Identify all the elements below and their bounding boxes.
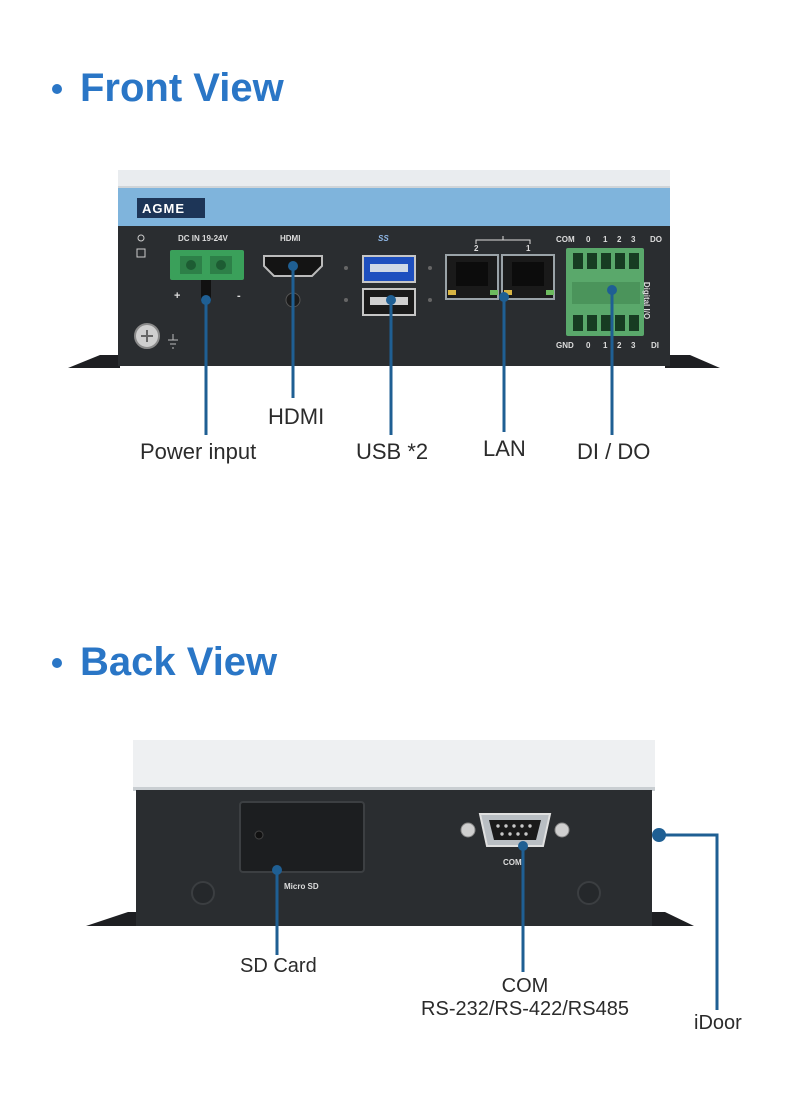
lan-1-label: 1 xyxy=(526,244,531,253)
minus-label: - xyxy=(237,290,241,302)
callout-com-line1: COM xyxy=(501,975,549,997)
bullet-icon xyxy=(52,657,62,668)
callout-usb: USB *2 xyxy=(356,439,429,464)
power-led-icon xyxy=(137,234,145,242)
front-label-band xyxy=(118,188,670,226)
back-right-bracket xyxy=(652,912,694,926)
callout-com: COM RS-232/RS-422/RS485 xyxy=(420,975,630,1021)
network-icon xyxy=(475,236,531,244)
com-panel-label: COM xyxy=(503,858,522,867)
callout-lan: LAN xyxy=(483,436,526,461)
di-pin-0: 0 xyxy=(586,341,591,350)
back-device xyxy=(86,740,694,926)
leader-idoor xyxy=(659,833,719,1010)
hdmi-panel-label: HDMI xyxy=(280,234,301,243)
storage-led-icon xyxy=(136,248,146,258)
back-view-title-text: Back View xyxy=(80,640,278,684)
do-pin-0: 0 xyxy=(586,235,591,244)
back-view-title: Back View xyxy=(52,640,277,685)
usb-ss-logo: SS xyxy=(378,234,389,243)
do-label: DO xyxy=(650,235,662,244)
front-device xyxy=(68,170,720,368)
do-pin-2: 2 xyxy=(617,235,622,244)
front-view-title: Front View xyxy=(52,66,284,111)
front-leader-dots xyxy=(201,261,617,305)
back-leader-dots xyxy=(272,828,666,875)
callout-power-input: Power input xyxy=(140,439,257,464)
microsd-cover xyxy=(239,801,365,873)
brand-logo-text: AGME xyxy=(142,201,185,216)
ground-icon xyxy=(168,334,178,349)
back-top-edge xyxy=(133,740,655,790)
brand-logo-box xyxy=(137,198,205,218)
com-screw-right xyxy=(554,822,570,838)
di-pin-1: 1 xyxy=(603,341,608,350)
callout-sd-card: SD Card xyxy=(240,955,317,977)
di-pin-2: 2 xyxy=(617,341,622,350)
di-pin-3: 3 xyxy=(631,341,636,350)
do-pin-3: 3 xyxy=(631,235,636,244)
front-right-bracket xyxy=(665,355,720,368)
plus-label: + xyxy=(174,290,181,302)
front-left-bracket xyxy=(68,355,120,368)
callout-dio: DI / DO xyxy=(577,439,651,464)
back-leaders xyxy=(275,833,719,1010)
com-screw-left xyxy=(460,822,476,838)
front-leaders xyxy=(204,266,614,435)
lan-2-label: 2 xyxy=(474,244,479,253)
di-label: DI xyxy=(651,341,659,350)
digital-io-label: Digital I/O xyxy=(642,281,652,320)
microsd-panel-label: Micro SD xyxy=(284,882,319,891)
callout-com-line2: RS-232/RS-422/RS485 xyxy=(421,998,629,1020)
bullet-icon xyxy=(52,83,62,94)
back-left-bracket xyxy=(86,912,136,926)
gnd-label: GND xyxy=(556,341,574,350)
com-pin-label: COM xyxy=(556,235,575,244)
callout-hdmi: HDMI xyxy=(268,404,325,429)
back-panel xyxy=(136,790,652,926)
front-view-title-text: Front View xyxy=(80,66,284,110)
callout-idoor: iDoor xyxy=(694,1012,742,1034)
front-top-edge xyxy=(118,170,670,188)
do-pin-1: 1 xyxy=(603,235,608,244)
dc-in-label: DC IN 19-24V xyxy=(178,234,228,243)
